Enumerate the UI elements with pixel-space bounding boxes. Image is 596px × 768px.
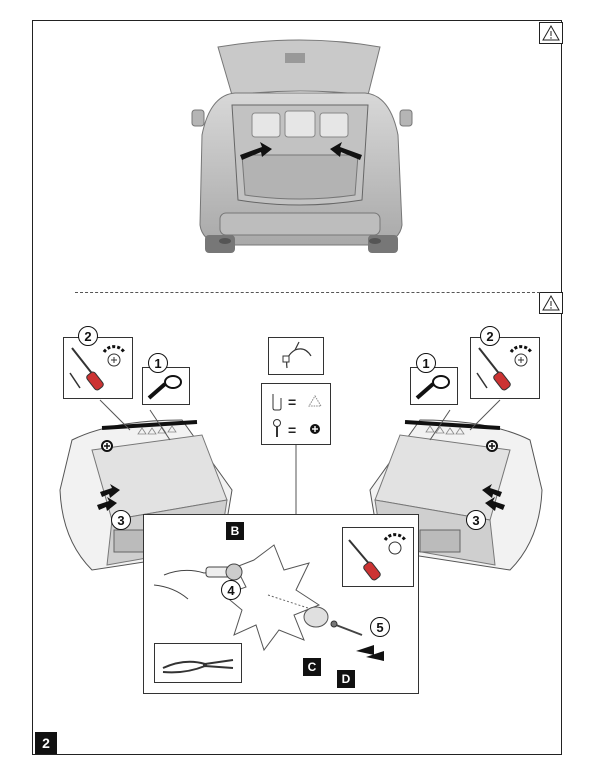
step1-tape-box-right xyxy=(410,367,458,405)
part-label-b: B xyxy=(226,522,244,540)
part-label-c: C xyxy=(303,658,321,676)
part-label-d: D xyxy=(337,670,355,688)
warning-triangle-icon xyxy=(539,292,563,314)
vehicle-rear-open-tailgate-illustration xyxy=(191,39,413,253)
tape-roll-icon xyxy=(147,375,182,400)
pliers-icon xyxy=(162,659,234,674)
screw-marker-icon xyxy=(310,424,320,434)
section-divider xyxy=(75,292,540,293)
step-number-badge: 2 xyxy=(480,326,500,346)
step-number-badge: 2 xyxy=(78,326,98,346)
page-frame xyxy=(32,20,562,755)
tape-roll-icon xyxy=(415,375,450,400)
step2-tool-box-left xyxy=(63,337,133,399)
warning-triangle-icon xyxy=(539,22,563,44)
step-number-badge: 3 xyxy=(111,510,131,530)
clip-icon xyxy=(272,394,282,411)
step-number-badge: 4 xyxy=(221,580,241,600)
screwdriver-icon xyxy=(476,345,533,391)
step-number-badge: 3 xyxy=(466,510,486,530)
screw-icon xyxy=(273,419,281,437)
fastener-legend-box: = = xyxy=(261,383,331,445)
screwdriver-icon xyxy=(69,345,126,391)
clip-tool-box xyxy=(268,337,324,375)
screwdriver-icon xyxy=(348,533,407,581)
screwdriver-tool-box xyxy=(342,527,414,587)
step-number-badge: 1 xyxy=(416,353,436,373)
page-number-badge: 2 xyxy=(35,732,57,754)
step-number-badge: 1 xyxy=(148,353,168,373)
triangle-marker-icon xyxy=(308,395,322,407)
hand-with-clip-icon xyxy=(282,341,312,369)
callout-lines xyxy=(99,399,501,514)
detail-panel xyxy=(143,514,419,694)
step2-tool-box-right xyxy=(470,337,540,399)
step1-tape-box-left xyxy=(142,367,190,405)
equals-sign: = xyxy=(288,422,297,438)
equals-sign: = xyxy=(288,394,297,410)
step-number-badge: 5 xyxy=(370,617,390,637)
pliers-tool-box xyxy=(154,643,242,683)
